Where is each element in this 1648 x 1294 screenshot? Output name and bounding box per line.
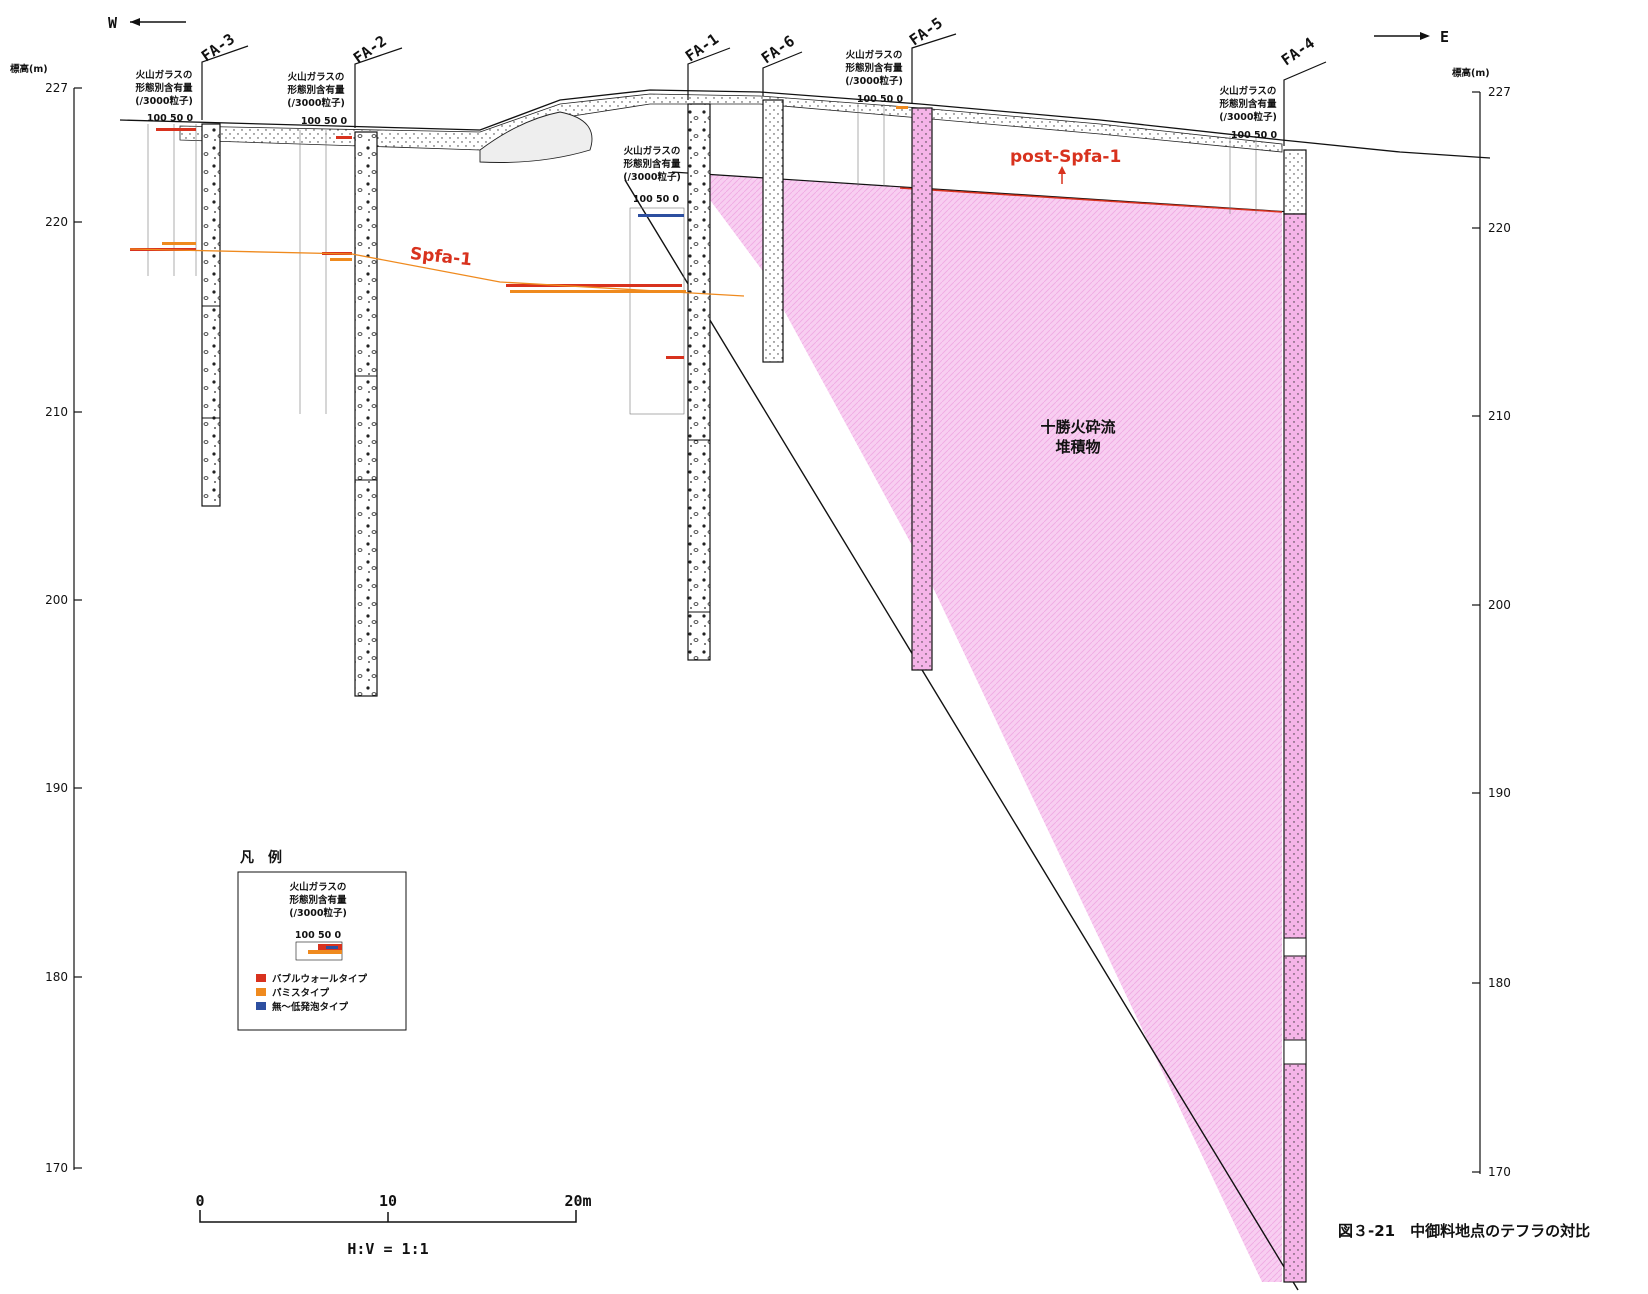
svg-text:火山ガラスの: 火山ガラスの (288, 71, 345, 83)
glass-header-fa-3: 火山ガラスの 形態別含有量 (/3000粒子) 100 50 0 (135, 69, 193, 124)
surface-lens (479, 111, 593, 163)
tick-220-right: 220 (1488, 221, 1511, 235)
scale-ratio: H:V = 1:1 (347, 1240, 428, 1258)
tick-200-left: 200 (45, 593, 68, 607)
borehole-fa-4 (1283, 149, 1307, 1283)
svg-text:形態別含有量: 形態別含有量 (845, 62, 903, 74)
direction-west: W (108, 14, 118, 32)
deposit-label-line1: 十勝火砕流 (1040, 418, 1115, 436)
tick-210-left: 210 (45, 405, 68, 419)
borehole-fa-3 (201, 123, 221, 507)
svg-text:火山ガラスの: 火山ガラスの (290, 881, 347, 893)
borehole-fa-6 (762, 99, 784, 363)
svg-text:(/3000粒子): (/3000粒子) (135, 95, 193, 107)
svg-text:形態別含有量: 形態別含有量 (289, 894, 347, 906)
figure-caption: 図３‑21 中御料地点のテフラの対比 (1338, 1222, 1590, 1240)
tokachi-pyroclastic-deposit (690, 173, 1282, 1282)
glass-header-fa-1: 火山ガラスの 形態別含有量 (/3000粒子) 100 50 0 (623, 145, 681, 205)
scale-tick-20: 20m (564, 1192, 591, 1210)
legend-label-pumice: パミスタイプ (272, 987, 330, 999)
svg-text:火山ガラスの: 火山ガラスの (846, 49, 903, 61)
glass-content-fa-2 (299, 130, 352, 414)
tick-190-right: 190 (1488, 786, 1511, 800)
svg-text:100 50 0: 100 50 0 (295, 930, 342, 941)
tick-170-right: 170 (1488, 1165, 1511, 1179)
svg-text:100 50 0: 100 50 0 (301, 116, 348, 127)
deposit-label-line2: 堆積物 (1055, 438, 1100, 456)
borehole-label-fa-1: FA-1 (682, 30, 722, 65)
legend-swatch-bubble (256, 974, 266, 982)
glass-content-fa-1 (506, 207, 686, 415)
right-axis-ticks: 227 220 210 200 190 180 170 (1488, 85, 1511, 1179)
direction-east: E (1440, 28, 1449, 46)
tick-200-right: 200 (1488, 598, 1511, 612)
tick-227-right: 227 (1488, 85, 1511, 99)
tick-180-right: 180 (1488, 976, 1511, 990)
tick-227-left: 227 (45, 81, 68, 95)
svg-text:形態別含有量: 形態別含有量 (1219, 98, 1277, 110)
spfa-1-line (129, 248, 745, 297)
scale-tick-0: 0 (195, 1192, 204, 1210)
glass-header-fa-4: 火山ガラスの 形態別含有量 (/3000粒子) 100 50 0 (1219, 85, 1277, 141)
scale-bar (199, 1210, 577, 1223)
legend-swatch-low (256, 1002, 266, 1010)
legend-label-low: 無～低発泡タイプ (272, 1001, 349, 1013)
tick-210-right: 210 (1488, 409, 1511, 423)
svg-text:(/3000粒子): (/3000粒子) (1219, 111, 1277, 123)
tick-180-left: 180 (45, 970, 68, 984)
svg-text:100 50 0: 100 50 0 (1231, 130, 1278, 141)
legend-label-bubble: バブルウォールタイプ (272, 973, 368, 985)
borehole-fa-5 (911, 107, 933, 671)
borehole-leaders (201, 33, 1327, 146)
borehole-label-fa-3: FA-3 (198, 30, 238, 65)
borehole-fa-2 (354, 131, 378, 697)
glass-content-fa-5 (857, 104, 908, 186)
svg-text:100 50 0: 100 50 0 (147, 113, 194, 124)
scale-tick-10: 10 (379, 1192, 397, 1210)
svg-text:(/3000粒子): (/3000粒子) (287, 97, 345, 109)
deposit-boundary-line (624, 179, 1299, 1291)
svg-text:火山ガラスの: 火山ガラスの (624, 145, 681, 157)
svg-text:火山ガラスの: 火山ガラスの (136, 69, 193, 81)
borehole-label-fa-4: FA-4 (1278, 34, 1318, 69)
svg-text:形態別含有量: 形態別含有量 (623, 158, 681, 170)
svg-text:火山ガラスの: 火山ガラスの (1220, 85, 1277, 97)
glass-content-fa-4 (1229, 136, 1257, 214)
left-axis-ticks: 227 220 210 200 190 180 170 (45, 81, 68, 1175)
svg-text:形態別含有量: 形態別含有量 (287, 84, 345, 96)
legend-title: 凡 例 (240, 849, 282, 866)
borehole-label-fa-2: FA-2 (350, 32, 390, 67)
svg-text:(/3000粒子): (/3000粒子) (845, 75, 903, 87)
right-axis-label: 標高(m) (1452, 67, 1490, 79)
tick-190-left: 190 (45, 781, 68, 795)
svg-text:100 50 0: 100 50 0 (857, 94, 904, 105)
legend-swatch-pumice (256, 988, 266, 996)
glass-header-fa-5: 火山ガラスの 形態別含有量 (/3000粒子) 100 50 0 (845, 49, 903, 105)
svg-text:(/3000粒子): (/3000粒子) (289, 907, 347, 919)
svg-text:形態別含有量: 形態別含有量 (135, 82, 193, 94)
post-spfa-1-label: post-Spfa-1 (1010, 147, 1121, 167)
glass-header-fa-2: 火山ガラスの 形態別含有量 (/3000粒子) 100 50 0 (287, 71, 347, 127)
svg-text:100 50 0: 100 50 0 (633, 194, 680, 205)
glass-content-fa-3 (130, 124, 197, 276)
right-elevation-axis (1472, 91, 1481, 1174)
svg-text:(/3000粒子): (/3000粒子) (623, 171, 681, 183)
left-axis-label: 標高(m) (10, 63, 48, 75)
tick-170-left: 170 (45, 1161, 68, 1175)
left-elevation-axis (73, 87, 82, 1170)
legend-glass-header: 火山ガラスの 形態別含有量 (/3000粒子) 100 50 0 (289, 881, 347, 941)
post-spfa-1-line (899, 187, 1283, 213)
borehole-fa-1 (687, 103, 711, 661)
ground-surface (119, 89, 1491, 159)
tick-220-left: 220 (45, 215, 68, 229)
